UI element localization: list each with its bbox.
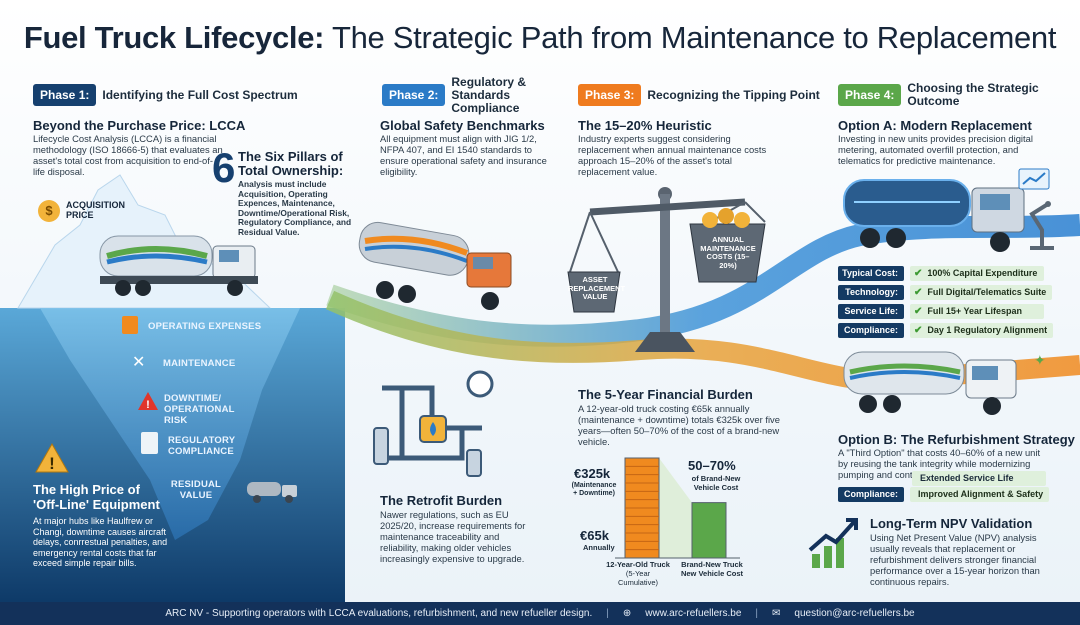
refurbished-truck-icon bbox=[843, 351, 1017, 415]
phase1-desc: Lifecycle Cost Analysis (LCCA) is a fina… bbox=[33, 133, 223, 177]
spec-row: Typical Cost:✔100% Capital Expenditure bbox=[838, 266, 1053, 281]
check-icon: ✔ bbox=[914, 268, 923, 279]
scale-left-label: ASSET REPLACEMENT VALUE bbox=[568, 275, 626, 301]
phase4-title: Choosing the Strategic Outcome bbox=[907, 81, 1039, 108]
modern-truck-icon bbox=[843, 179, 1025, 252]
alert-icon: ! bbox=[35, 442, 69, 473]
chart-small-sub: Annually bbox=[583, 543, 615, 552]
spec-row: Compliance:✔Day 1 Regulatory Alignment bbox=[838, 323, 1054, 338]
iceberg-item-maintenance: MAINTENANCE bbox=[163, 358, 236, 369]
svg-text:!: ! bbox=[49, 454, 55, 473]
phase3-title: Recognizing the Tipping Point bbox=[647, 87, 820, 102]
chart-bar-1 bbox=[691, 502, 727, 559]
retrofit-title: The Retrofit Burden bbox=[380, 493, 503, 508]
footer-email-link[interactable]: question@arc-refuellers.be bbox=[794, 608, 915, 619]
pillars-number: 6 bbox=[212, 144, 236, 191]
retrofit-desc: Nawer regulations, such as EU 2025/20, i… bbox=[380, 509, 526, 564]
optionB-desc: A "Third Option" that costs 40–60% of a … bbox=[838, 447, 1041, 480]
page-title: Fuel Truck Lifecycle: The Strategic Path… bbox=[23, 20, 1057, 55]
mail-icon: ✉ bbox=[772, 608, 781, 619]
check-icon: ✔ bbox=[914, 287, 923, 298]
optionA-title: Option A: Modern Replacement bbox=[838, 118, 1032, 133]
tanker-truck-icon bbox=[358, 221, 512, 310]
wrench-icon: ✕ bbox=[132, 354, 146, 371]
coin-icon: $ bbox=[38, 200, 60, 222]
phase3-desc: Industry experts suggest considering rep… bbox=[578, 133, 767, 177]
pipes-valve-icon bbox=[373, 370, 494, 477]
scale-right-label: ANNUAL MAINTENANCE COSTS (15–20%) bbox=[700, 235, 756, 270]
npv-title: Long-Term NPV Validation bbox=[870, 516, 1033, 531]
chart-connector bbox=[659, 458, 692, 558]
iceberg-item-operating: OPERATING EXPENSES bbox=[148, 321, 262, 332]
phase1-title: Identifying the Full Cost Spectrum bbox=[102, 87, 298, 102]
check-icon: ✔ bbox=[914, 306, 923, 317]
footer-divider: | bbox=[606, 608, 609, 619]
optionA-specs: Typical Cost:✔100% Capital Expenditure T… bbox=[838, 266, 1054, 338]
spec-row: Technology:✔Full Digital/Telematics Suit… bbox=[838, 285, 1053, 300]
chart-pct-value: 50–70% bbox=[688, 458, 736, 473]
svg-text:!: ! bbox=[146, 399, 150, 411]
footer: ARC NV - Supporting operators with LCCA … bbox=[0, 602, 1080, 625]
pillars-desc: Analysis must include Acquisition, Opera… bbox=[238, 179, 352, 237]
phase2-tag: Phase 2: bbox=[382, 84, 446, 106]
check-icon: ✔ bbox=[914, 325, 923, 336]
phase1-header: Phase 1: Identifying the Full Cost Spect… bbox=[33, 82, 298, 108]
iceberg-item-downtime: DOWNTIME/ OPERATIONAL RISK bbox=[164, 393, 235, 426]
road-path-a bbox=[326, 214, 1080, 347]
chart-small-value: €65k bbox=[580, 528, 609, 543]
offline-desc: At major hubs like Haulfrew or Changi, d… bbox=[33, 516, 168, 569]
npv-desc: Using Net Present Value (NPV) analysis u… bbox=[870, 532, 1040, 587]
phase2-desc: All equipment must align with JIG 1/2, N… bbox=[380, 133, 547, 177]
globe-icon: ⊕ bbox=[622, 608, 632, 619]
pillars-title: The Six Pillars of Total Ownership: bbox=[238, 149, 344, 178]
chart-big-sub: (Maintenance + Downtime) bbox=[571, 482, 617, 497]
optionA-desc: Investing in new units provides precisio… bbox=[838, 133, 1033, 166]
phase3-heading: The 15–20% Heuristic bbox=[578, 118, 712, 133]
iceberg-bottom bbox=[40, 308, 300, 540]
footer-divider: | bbox=[755, 608, 759, 619]
chart-big-value: €325k bbox=[574, 466, 611, 481]
phase4-header: Phase 4: Choosing the Strategic Outcome bbox=[838, 82, 1080, 108]
phase2-header: Phase 2: Regulatory & Standards Complian… bbox=[382, 75, 566, 114]
optionB-spec-life: Extended Service Life bbox=[912, 471, 1046, 486]
optionB-title: Option B: The Refurbishment Strategy bbox=[838, 432, 1075, 447]
chart-pct-sub: of Brand-New Vehicle Cost bbox=[691, 474, 741, 492]
sparkle-icon: ✦ bbox=[1034, 352, 1046, 368]
chart-xlabel-old: 12-Year-Old Truck(5-Year Cumulative) bbox=[606, 560, 670, 587]
phase4-tag: Phase 4: bbox=[838, 84, 902, 106]
phase2-heading: Global Safety Benchmarks bbox=[380, 118, 545, 133]
small-truck-icon bbox=[247, 482, 297, 503]
analytics-monitor-icon bbox=[1018, 168, 1050, 190]
burden-title: The 5-Year Financial Burden bbox=[578, 387, 753, 402]
fuel-truck-icon bbox=[99, 235, 258, 296]
growth-chart-icon bbox=[808, 518, 858, 568]
optionB-spec-compliance: Compliance: Improved Alignment & Safety bbox=[838, 487, 1050, 502]
warning-icon: ! bbox=[138, 392, 158, 411]
spec-row: Service Life:✔Full 15+ Year Lifespan bbox=[838, 304, 1053, 319]
acquisition-label: ACQUISITION PRICE bbox=[66, 200, 126, 220]
phase1-tag: Phase 1: bbox=[33, 84, 97, 106]
phase2-title: Regulatory & Standards Compliance bbox=[451, 74, 527, 115]
phase3-tag: Phase 3: bbox=[578, 84, 642, 106]
footer-text: ARC NV - Supporting operators with LCCA … bbox=[165, 608, 593, 619]
balance-scale-icon bbox=[567, 187, 766, 352]
burden-bar-chart bbox=[615, 457, 740, 559]
iceberg-item-residual: RESIDUAL VALUE bbox=[170, 479, 222, 501]
fuel-pump-icon bbox=[122, 316, 138, 334]
robot-arm-icon bbox=[1029, 201, 1054, 250]
offline-title: The High Price of 'Off-Line' Equipment bbox=[33, 482, 160, 512]
phase1-heading: Beyond the Purchase Price: LCCA bbox=[33, 118, 246, 133]
document-icon bbox=[141, 432, 158, 454]
burden-desc: A 12-year-old truck costing €65k annuall… bbox=[578, 403, 780, 447]
iceberg-item-regulatory: REGULATORY COMPLIANCE bbox=[168, 435, 236, 457]
footer-web-link[interactable]: www.arc-refuellers.be bbox=[645, 608, 742, 619]
phase3-header: Phase 3: Recognizing the Tipping Point bbox=[578, 82, 820, 108]
